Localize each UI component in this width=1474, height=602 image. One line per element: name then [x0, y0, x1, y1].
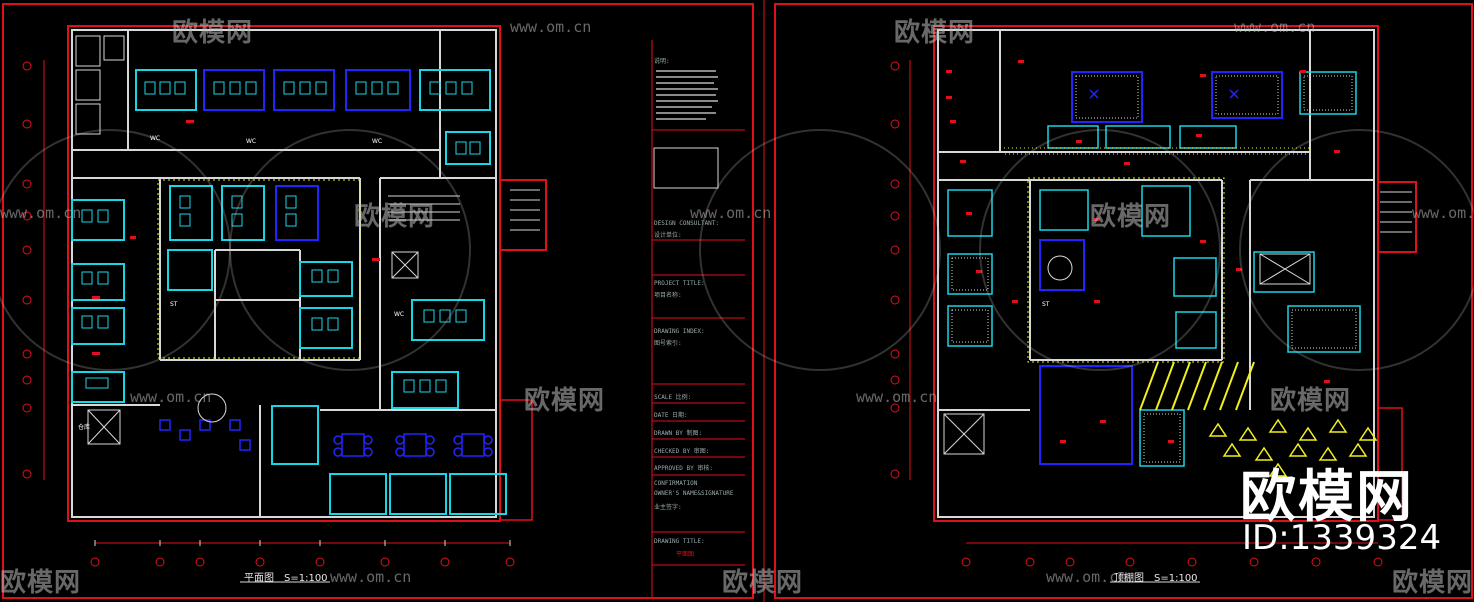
tb-owner-confirm: 业主签字: — [654, 504, 682, 511]
watermark-url-6: www.om.cn — [130, 388, 212, 406]
brand-logo: 欧模网 — [1240, 465, 1414, 530]
watermark-url-2: www.om.cn — [1234, 18, 1316, 36]
room-label-wc-4: WC — [394, 311, 405, 318]
watermark-url-4: www.om.cn — [690, 204, 772, 222]
watermark-brand-2: 欧模网 — [894, 18, 976, 48]
room-label-storage: 仓库 — [78, 424, 91, 431]
tb-design-consultant: DESIGN CONSULTANT: — [654, 220, 720, 227]
room-label-wc-2: WC — [246, 138, 257, 145]
room-label-st-1: ST — [170, 301, 178, 308]
watermark-brand-5: 欧模网 — [524, 386, 606, 416]
room-label-st-2: ST — [1042, 301, 1050, 308]
watermark-url-3: www.om.cn — [0, 204, 82, 222]
watermark-url-1: www.om.cn — [510, 18, 592, 36]
tb-drawing-no: 图号索引: — [654, 340, 682, 347]
title-block — [651, 40, 745, 598]
watermark-brand-1: 欧模网 — [172, 18, 254, 48]
floor-plan-caption: 平面图 S=1:100 — [244, 573, 328, 584]
watermark-url-5: www.om.cn — [1412, 204, 1474, 222]
tb-project-name: 项目名称: — [654, 292, 682, 299]
watermark-brand-8: 欧模网 — [722, 568, 804, 598]
tb-notes-heading: 说明: — [654, 58, 670, 65]
tb-drawing-index: DRAWING INDEX: — [654, 328, 705, 335]
watermark-brand-9: 欧模网 — [1392, 568, 1474, 598]
left-sheet-frame — [2, 3, 754, 599]
watermark-brand-3: 欧模网 — [354, 202, 436, 232]
watermark-brand-6: 欧模网 — [1270, 386, 1352, 416]
tb-drawing-title: DRAWING TITLE: — [654, 538, 705, 545]
watermark-url-9: www.om.cn — [1046, 568, 1128, 586]
watermark-brand-7: 欧模网 — [0, 568, 82, 598]
tb-owner-sign: OWNER'S NAME&SIGNATURE — [654, 490, 734, 497]
tb-checked-by: CHECKED BY 审图: — [654, 448, 710, 455]
tb-design-unit: 设计单位: — [654, 232, 682, 239]
watermark-url-8: www.om.cn — [330, 568, 412, 586]
tb-drawing-title-value: 平面图 — [676, 551, 695, 558]
tb-confirmation: CONFIRMATION — [654, 480, 698, 487]
model-id-label: ID:1339324 — [1242, 518, 1442, 558]
tb-drawn-by: DRAWN BY 制图: — [654, 430, 703, 437]
room-label-wc-1: WC — [150, 135, 161, 142]
ceiling-plan-caption: 顶棚图 S=1:100 — [1114, 573, 1198, 584]
right-sheet-frame — [774, 3, 1473, 599]
watermark-brand-4: 欧模网 — [1090, 202, 1172, 232]
tb-approved-by: APPROVED BY 审核: — [654, 465, 713, 472]
tb-scale: SCALE 比例: — [654, 394, 692, 401]
ceiling-plan-right — [890, 25, 1417, 583]
watermark-url-7: www.om.cn — [856, 388, 938, 406]
tb-project-title: PROJECT TITLE: — [654, 280, 705, 287]
floor-plan-left — [22, 25, 547, 583]
room-label-wc-3: WC — [372, 138, 383, 145]
tb-date: DATE 日期: — [654, 412, 688, 419]
